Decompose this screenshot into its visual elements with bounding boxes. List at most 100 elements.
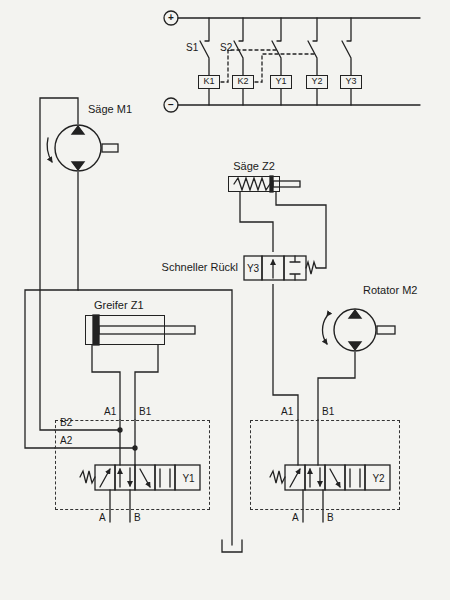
part-label: Säge M1	[88, 103, 132, 116]
flow-arrow	[290, 469, 300, 487]
port-name: B1	[322, 406, 334, 417]
valve-spring	[306, 262, 316, 274]
part-label: Y1	[271, 76, 291, 87]
hydraulic-line	[135, 345, 158, 420]
flow-arrow	[129, 468, 130, 486]
contact-rung	[272, 18, 281, 105]
port-name: B2	[60, 417, 72, 428]
tank-symbol	[222, 540, 242, 552]
minus-rail	[178, 104, 420, 105]
port-name: A1	[281, 406, 293, 417]
port-name: B	[134, 512, 141, 523]
port-name: A	[292, 512, 299, 523]
port-line	[55, 420, 135, 522]
motor-outline	[333, 308, 377, 352]
relay-coil: K1	[198, 75, 220, 89]
valve-caption: Schneller Rückl	[162, 261, 238, 274]
blocked-port	[290, 256, 300, 280]
relay-coil: K2	[232, 75, 254, 89]
switch-name: S1	[186, 42, 198, 53]
hydraulic-motor: Säge M1	[54, 124, 102, 172]
port-line	[298, 420, 323, 522]
flow-arrow	[330, 469, 340, 487]
contact-rung	[342, 18, 351, 105]
junction-dot	[118, 428, 122, 432]
solenoid-coil: Y2	[306, 75, 328, 89]
motor-circle	[55, 125, 101, 171]
valve-square	[135, 465, 155, 490]
piston	[93, 315, 99, 345]
hydraulic-line	[92, 345, 120, 420]
motor-outline	[54, 124, 102, 172]
part-label: K1	[199, 76, 219, 87]
rotation-arrow	[322, 316, 327, 344]
flow-line	[160, 469, 170, 487]
part-label: Y3	[341, 76, 361, 87]
solenoid-coil: Y3	[340, 75, 362, 89]
valve-square	[115, 465, 135, 490]
port-name: B1	[139, 406, 151, 417]
flow-triangle	[72, 162, 84, 170]
valve-square	[305, 465, 325, 490]
hydraulic-line	[273, 284, 298, 420]
double-acting-cylinder: Greifer Z1	[85, 315, 165, 345]
part-label: Y3	[244, 262, 262, 275]
flow-arrow	[100, 469, 110, 487]
flow-arrow	[319, 468, 320, 486]
part-label: Säge Z2	[233, 160, 275, 173]
valve-spring	[270, 471, 285, 483]
port-name: A2	[60, 435, 72, 446]
hydraulic-line	[240, 192, 273, 252]
valve-spring	[80, 471, 95, 483]
spring-cylinder: Säge Z2	[228, 176, 280, 192]
contact-rung	[308, 18, 317, 105]
port-name: B	[327, 512, 334, 523]
solenoid	[365, 465, 390, 490]
return-line	[78, 290, 232, 545]
motor-shaft	[377, 326, 395, 334]
motor-shaft	[102, 144, 118, 152]
plus-rail	[178, 17, 420, 18]
valve-square	[95, 465, 115, 490]
valve-square	[345, 465, 365, 490]
relay-link	[221, 50, 314, 82]
directional-valve: Y2	[250, 420, 400, 510]
motor-circle	[334, 309, 376, 351]
plus-terminal	[164, 11, 178, 25]
part-label: Y2	[366, 472, 391, 485]
hydraulic-line	[276, 192, 326, 268]
flow-arrow	[119, 469, 120, 487]
flow-arrow	[140, 469, 150, 487]
directional-valve: Y1	[55, 420, 210, 510]
part-label: Greifer Z1	[94, 299, 144, 312]
flow-triangle	[72, 126, 84, 134]
junction-dot	[133, 446, 137, 450]
solenoid	[175, 465, 200, 490]
terminal-sign: −	[168, 99, 174, 110]
solenoid-valve: Schneller RücklY3	[244, 252, 316, 284]
solenoid	[244, 256, 262, 280]
valve-square	[155, 465, 175, 490]
minus-terminal	[164, 98, 178, 112]
part-label: Y1	[176, 472, 201, 485]
piston-rod	[273, 181, 300, 187]
flow-triangle	[349, 342, 361, 350]
switch-rung	[234, 18, 243, 105]
valve-square	[285, 465, 305, 490]
flow-arrow	[309, 469, 310, 487]
switch-name: S2	[220, 42, 232, 53]
hydraulic-motor: Rotator M2	[333, 308, 377, 352]
valve-square	[262, 256, 284, 280]
rotation-arrow	[47, 138, 52, 162]
flow-arrow	[272, 260, 273, 278]
switch-rung	[200, 18, 209, 105]
port-name: A1	[104, 406, 116, 417]
hydraulic-line	[318, 352, 355, 420]
hydraulic-line	[40, 98, 78, 430]
port-name: A	[99, 512, 106, 523]
flow-triangle	[349, 310, 361, 318]
piston-rod	[99, 326, 195, 334]
